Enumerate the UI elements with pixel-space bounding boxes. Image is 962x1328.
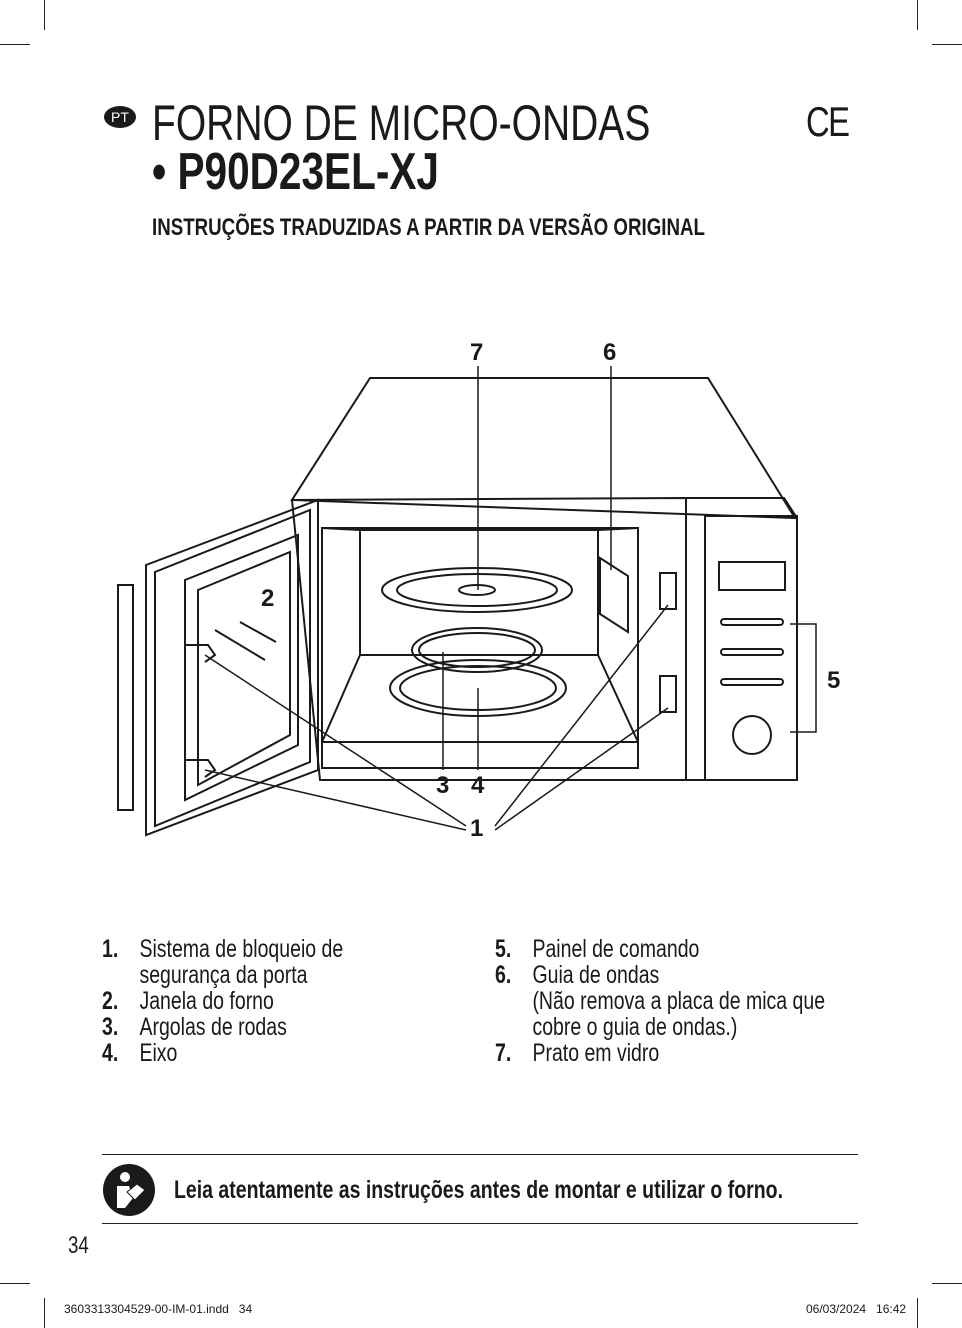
list-item: (Não remova a placa de mica que [532, 987, 826, 1015]
crop-mark [44, 1298, 45, 1328]
microwave-diagram: 7 6 2 5 3 4 1 [117, 339, 840, 842]
subtitle: INSTRUÇÕES TRADUZIDAS A PARTIR DA VERSÃO… [152, 214, 705, 241]
callout-6: 6 [603, 339, 616, 366]
divider [102, 1223, 858, 1224]
crop-mark [44, 0, 45, 30]
callout-5: 5 [827, 667, 840, 694]
turntable [381, 556, 629, 717]
page-number: 34 [68, 1232, 89, 1259]
callout-4: 4 [471, 772, 485, 799]
list-item: 4.Eixo [102, 1039, 178, 1067]
door-handle-icon [117, 584, 134, 811]
slug-date: 06/03/2024 16:42 [806, 1302, 907, 1316]
list-item: 3.Argolas de rodas [102, 1013, 287, 1041]
crop-mark [932, 44, 962, 45]
list-item: segurança da porta [139, 961, 308, 989]
crop-mark [0, 1283, 30, 1284]
leader-lines [204, 366, 817, 831]
knob-icon [732, 715, 772, 755]
list-item: 1.Sistema de bloqueio de [102, 935, 344, 963]
button-icon [720, 648, 784, 656]
list-item: 5.Painel de comando [495, 935, 700, 963]
callout-7: 7 [470, 339, 483, 366]
list-item: 2.Janela do forno [102, 987, 274, 1015]
model-number: • P90D23EL-XJ [152, 143, 439, 201]
divider [102, 1154, 858, 1155]
button-icon [720, 618, 784, 626]
crop-mark [917, 0, 918, 30]
read-manual-icon [103, 1164, 155, 1216]
crop-mark [0, 44, 30, 45]
oven-door [117, 498, 677, 837]
language-badge: PT [104, 106, 136, 128]
list-item: cobre o guia de ondas.) [532, 1013, 738, 1041]
ce-mark-logo: CE [806, 98, 850, 145]
crop-mark [917, 1298, 918, 1328]
list-item: 6.Guia de ondas [495, 961, 660, 989]
callout-2: 2 [261, 585, 274, 612]
waveguide-icon [599, 556, 629, 634]
display-icon [718, 561, 786, 591]
crop-mark [932, 1283, 962, 1284]
page-title: FORNO DE MICRO-ONDAS [152, 95, 651, 151]
callout-3: 3 [436, 772, 449, 799]
safety-note: Leia atentamente as instruções antes de … [174, 1176, 783, 1204]
control-panel [685, 497, 798, 781]
list-item: 7.Prato em vidro [495, 1039, 660, 1067]
slug-filename: 3603313304529-00-IM-01.indd 34 [64, 1302, 253, 1316]
callout-1: 1 [470, 815, 483, 842]
button-icon [720, 678, 784, 686]
latch-icon [185, 759, 217, 778]
